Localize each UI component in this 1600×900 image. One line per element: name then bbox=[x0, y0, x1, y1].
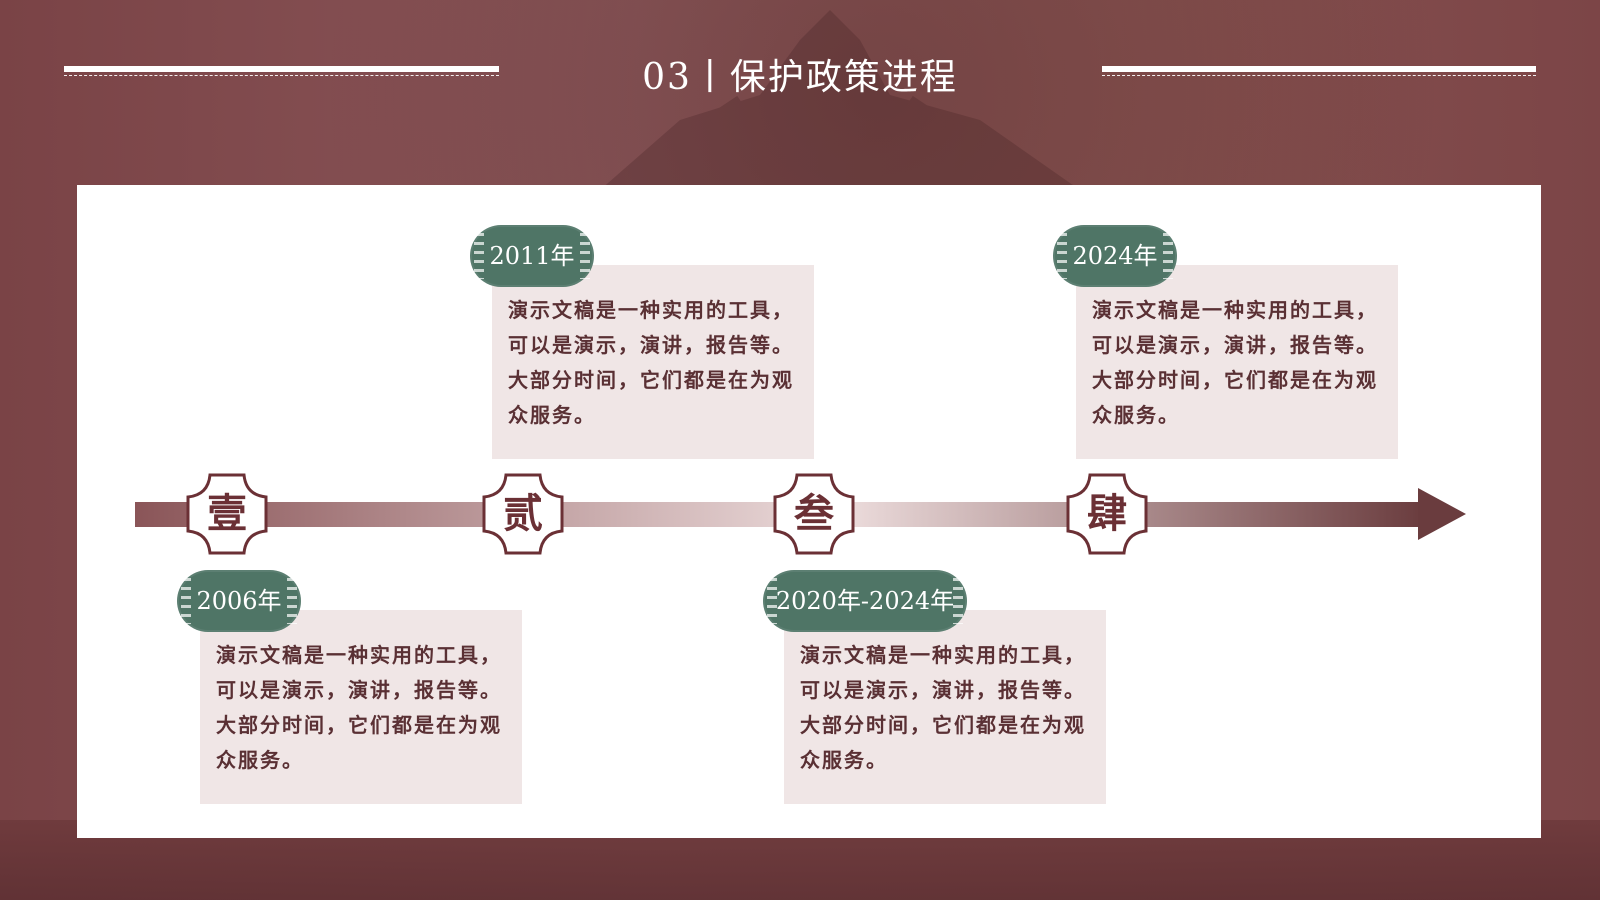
node-frame-icon bbox=[482, 473, 564, 555]
timeline-node-1: 壹 bbox=[184, 471, 270, 557]
node-frame-icon bbox=[773, 473, 855, 555]
event-year-badge: 2006年 bbox=[177, 570, 301, 632]
event-description: 演示文稿是一种实用的工具，可以是演示，演讲，报告等。大部分时间，它们都是在为观众… bbox=[216, 643, 502, 772]
node-frame-icon bbox=[186, 473, 268, 555]
node-glyph: 叁 bbox=[794, 490, 834, 537]
timeline-node-4: 肆 bbox=[1064, 471, 1150, 557]
event-description: 演示文稿是一种实用的工具，可以是演示，演讲，报告等。大部分时间，它们都是在为观众… bbox=[508, 298, 794, 427]
page-title: 03丨保护政策进程 bbox=[642, 57, 958, 98]
event-description: 演示文稿是一种实用的工具，可以是演示，演讲，报告等。大部分时间，它们都是在为观众… bbox=[800, 643, 1086, 772]
event-text-box: 演示文稿是一种实用的工具，可以是演示，演讲，报告等。大部分时间，它们都是在为观众… bbox=[1076, 265, 1398, 459]
event-year-badge: 2011年 bbox=[470, 225, 594, 287]
title-rule-left bbox=[64, 66, 499, 78]
event-year-badge: 2024年 bbox=[1053, 225, 1177, 287]
node-frame-icon bbox=[1066, 473, 1148, 555]
event-year-badge: 2020年-2024年 bbox=[763, 570, 967, 632]
node-glyph: 壹 bbox=[207, 490, 247, 537]
temple-roof-silhouette bbox=[600, 10, 1080, 190]
node-glyph: 贰 bbox=[503, 490, 543, 537]
node-glyph: 肆 bbox=[1087, 490, 1127, 537]
timeline-node-2: 贰 bbox=[480, 471, 566, 557]
title-rule-right bbox=[1102, 66, 1536, 78]
event-text-box: 演示文稿是一种实用的工具，可以是演示，演讲，报告等。大部分时间，它们都是在为观众… bbox=[784, 610, 1106, 804]
event-description: 演示文稿是一种实用的工具，可以是演示，演讲，报告等。大部分时间，它们都是在为观众… bbox=[1092, 298, 1378, 427]
event-text-box: 演示文稿是一种实用的工具，可以是演示，演讲，报告等。大部分时间，它们都是在为观众… bbox=[492, 265, 814, 459]
event-text-box: 演示文稿是一种实用的工具，可以是演示，演讲，报告等。大部分时间，它们都是在为观众… bbox=[200, 610, 522, 804]
timeline-node-3: 叁 bbox=[771, 471, 857, 557]
